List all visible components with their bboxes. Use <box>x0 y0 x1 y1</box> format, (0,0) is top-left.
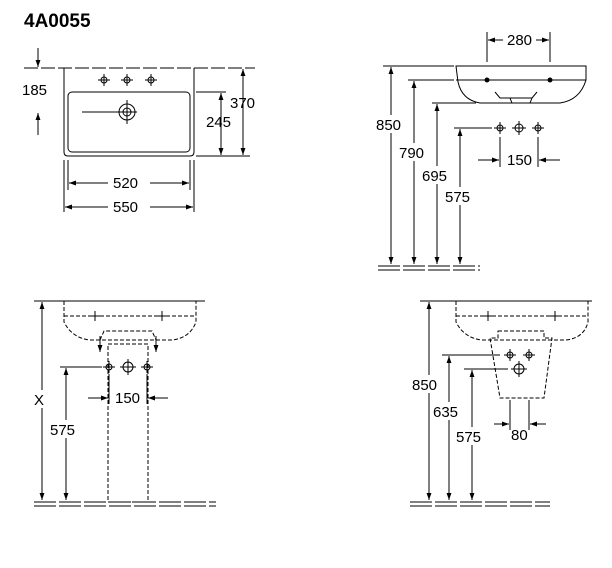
dim-245: 245 <box>206 114 231 131</box>
dim-520: 520 <box>113 175 138 192</box>
dim-695: 695 <box>422 168 447 185</box>
model-number: 4A0055 <box>24 11 91 32</box>
dim-185: 185 <box>22 82 47 99</box>
tap-hole-icon <box>89 311 168 321</box>
dim-790: 790 <box>399 145 424 162</box>
valve-icon <box>494 121 544 135</box>
valve-icon <box>504 349 535 377</box>
dim-150-pedestal: 150 <box>115 390 140 407</box>
dim-850-semi: 850 <box>412 377 437 394</box>
valve-icon <box>103 359 153 375</box>
dim-575-semi: 575 <box>456 429 481 446</box>
dim-370: 370 <box>230 95 255 112</box>
dim-550: 550 <box>113 199 138 216</box>
side-view <box>378 32 586 270</box>
drain-icon <box>82 100 137 124</box>
dim-850-side: 850 <box>376 117 401 134</box>
tap-hole-icon <box>98 74 157 86</box>
semi-pedestal-view <box>410 301 592 506</box>
top-view <box>24 48 255 212</box>
dim-x: X <box>34 392 44 409</box>
tap-hole-icon <box>482 311 561 321</box>
dim-150-side: 150 <box>507 152 532 169</box>
dim-575-side: 575 <box>445 189 470 206</box>
dim-280: 280 <box>507 32 532 49</box>
dim-575-pedestal: 575 <box>50 422 75 439</box>
dim-635: 635 <box>433 404 458 421</box>
dim-80: 80 <box>511 427 528 444</box>
